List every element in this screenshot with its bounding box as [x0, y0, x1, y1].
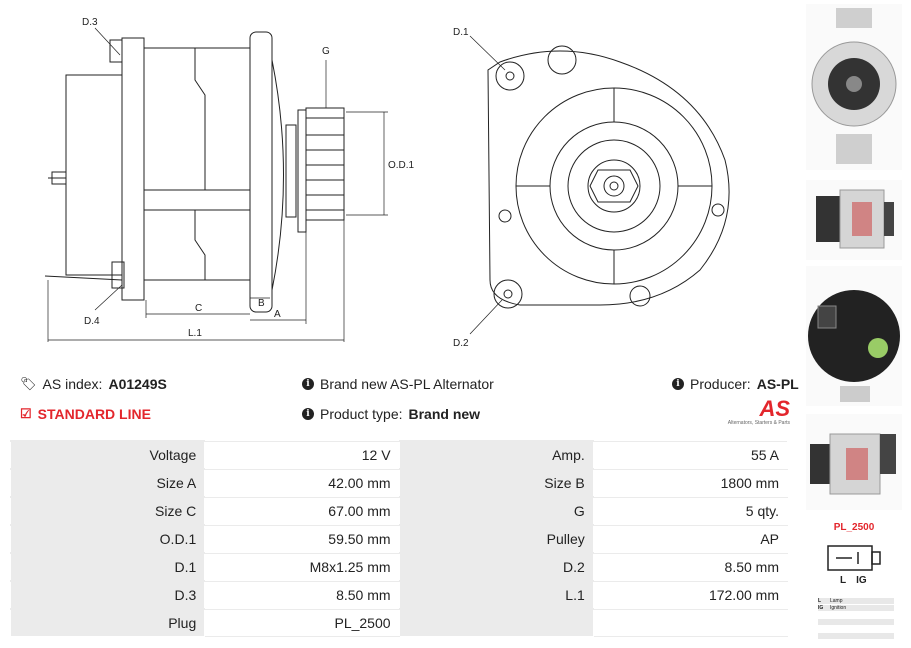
info-icon: i [672, 378, 684, 390]
product-line-text: STANDARD LINE [37, 406, 151, 422]
plug-name: PL_2500 [833, 522, 875, 533]
spec-key: D.1 [9, 552, 206, 582]
logo-mark: AS [759, 396, 790, 421]
spec-key: Size A [9, 468, 206, 498]
spec-value: 12 V [204, 440, 400, 470]
as-index-label: AS index: [42, 376, 103, 392]
brand-new-note: i Brand new AS-PL Alternator [302, 376, 494, 392]
legend-key: IG [818, 605, 824, 611]
spec-value: 42.00 mm [204, 468, 400, 498]
spec-value [592, 608, 789, 637]
spec-value: 59.50 mm [204, 524, 400, 554]
legend-blank-row [818, 619, 894, 625]
product-photo-angle[interactable] [806, 414, 902, 510]
spec-key: Plug [9, 608, 206, 637]
legend-row: IG Ignition [818, 605, 894, 611]
front-flange [249, 31, 273, 313]
label-od1: O.D.1 [388, 160, 415, 171]
product-photo-front[interactable] [806, 4, 902, 170]
technical-drawing: D.3 D.4 G O.D.1 C B A L.1 D.1 D.2 [44, 17, 730, 349]
spec-value: 1800 mm [592, 468, 789, 498]
legend-value: Ignition [830, 605, 847, 611]
plug-legend: L Lamp IG Ignition [818, 598, 894, 639]
spec-key: O.D.1 [9, 524, 206, 554]
brand-new-text: Brand new AS-PL Alternator [320, 376, 494, 392]
as-index: 🏷 AS index: A01249S [20, 376, 167, 392]
product-photo-rear[interactable] [806, 266, 902, 406]
label-d2: D.2 [453, 338, 469, 349]
label-l1: L.1 [188, 328, 202, 339]
spec-key [398, 608, 594, 637]
product-photo-side[interactable] [806, 180, 902, 260]
spec-value: AP [592, 524, 789, 554]
rear-housing [65, 74, 123, 276]
legend-key: L [818, 598, 822, 604]
spec-key: Amp. [398, 440, 594, 470]
product-type-label: Product type: [320, 406, 403, 422]
as-index-value: A01249S [108, 376, 167, 392]
spec-value: M8x1.25 mm [204, 552, 400, 582]
label-a: A [274, 309, 281, 320]
label-g: G [322, 46, 330, 57]
plug-diagram [827, 545, 881, 571]
pulley [305, 107, 345, 221]
spec-value: 55 A [592, 440, 789, 470]
front-housing [487, 50, 730, 306]
pin-l: L [840, 575, 847, 586]
spec-value: 172.00 mm [592, 580, 789, 610]
spec-key: Voltage [9, 440, 206, 470]
rear-flange [121, 37, 145, 301]
info-icon: i [302, 408, 314, 420]
legend-value: Lamp [830, 598, 843, 604]
label-d3: D.3 [82, 17, 98, 28]
spec-key: L.1 [398, 580, 594, 610]
product-type: i Product type: Brand new [302, 406, 480, 422]
producer-label: Producer: [690, 376, 751, 392]
producer: i Producer: AS-PL [672, 376, 799, 392]
product-line: ☑ STANDARD LINE [20, 406, 151, 422]
legend-blank-row [818, 633, 894, 639]
spec-key: D.3 [9, 580, 206, 610]
product-type-value: Brand new [408, 406, 481, 422]
as-pl-logo: AS Alternators, Starters & Parts [716, 398, 790, 432]
checkbox-icon: ☑ [20, 406, 32, 421]
spec-key: D.2 [398, 552, 594, 582]
label-b: B [258, 298, 265, 309]
logo-tagline: Alternators, Starters & Parts [727, 420, 790, 426]
spec-key: Pulley [398, 524, 594, 554]
spec-value: 67.00 mm [204, 496, 400, 526]
label-d4: D.4 [84, 316, 100, 327]
spec-value: 8.50 mm [204, 580, 400, 610]
tag-icon: 🏷 [20, 376, 37, 391]
label-c: C [195, 303, 202, 314]
spec-value: PL_2500 [204, 608, 400, 637]
pin-ig: IG [856, 575, 867, 586]
spec-key: G [398, 496, 594, 526]
spec-key: Size B [398, 468, 594, 498]
producer-value: AS-PL [756, 376, 799, 392]
spec-value: 8.50 mm [592, 552, 789, 582]
label-d1: D.1 [453, 27, 469, 38]
legend-row: L Lamp [818, 598, 894, 604]
spec-value: 5 qty. [592, 496, 789, 526]
spec-key: Size C [9, 496, 206, 526]
plug-pins: L IG [840, 575, 867, 586]
info-icon: i [302, 378, 314, 390]
